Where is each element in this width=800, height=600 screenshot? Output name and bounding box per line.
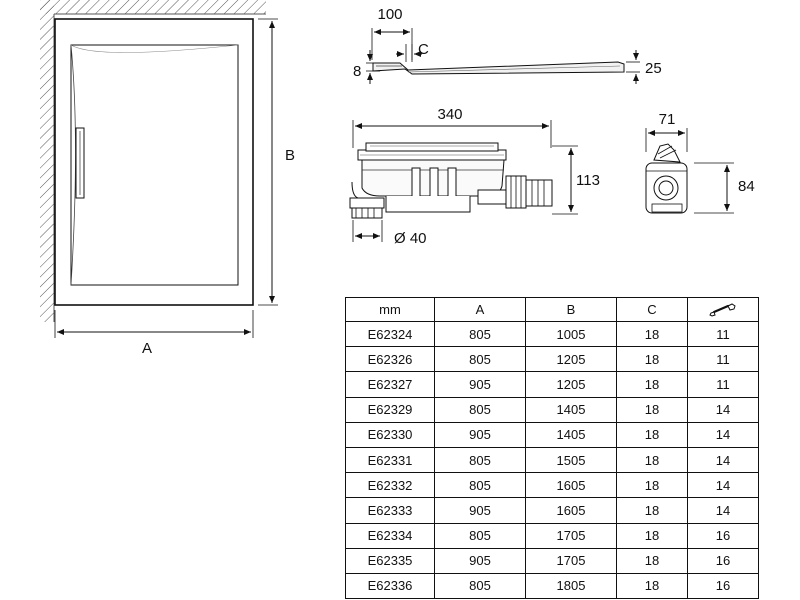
cell-c: 18 xyxy=(616,547,688,574)
cell-b: 1605 xyxy=(525,497,617,524)
cell-b: 1005 xyxy=(525,320,617,348)
dimension-71-label: 71 xyxy=(659,111,676,128)
dimension-8-label: 8 xyxy=(353,63,361,80)
dimension-c-label: C xyxy=(418,41,429,58)
cell-b: 1205 xyxy=(525,346,617,373)
header-a: A xyxy=(434,297,526,322)
cell-a: 805 xyxy=(434,572,526,600)
cell-a: 805 xyxy=(434,346,526,373)
cell-model: E62330 xyxy=(345,421,435,448)
cell-wrench-size: 11 xyxy=(687,371,759,398)
cell-wrench-size: 16 xyxy=(687,572,759,600)
cell-b: 1605 xyxy=(525,472,617,499)
cell-a: 905 xyxy=(434,497,526,524)
cell-model: E62335 xyxy=(345,547,435,574)
cell-model: E62329 xyxy=(345,396,435,423)
dimension-100-label: 100 xyxy=(377,6,402,23)
wall-hatch-left xyxy=(40,0,54,322)
drain-side-view: 340 113 xyxy=(349,106,600,247)
dimension-diameter-label: Ø 40 xyxy=(394,230,427,247)
tray-inner xyxy=(70,44,239,286)
table-header-row: mm A B C xyxy=(345,297,759,322)
cell-model: E62333 xyxy=(345,497,435,524)
cell-model: E62331 xyxy=(345,446,435,474)
cell-model: E62324 xyxy=(345,320,435,348)
cell-wrench-size: 14 xyxy=(687,421,759,448)
plan-view: A B xyxy=(40,0,295,357)
cell-model: E62336 xyxy=(345,572,435,600)
cell-wrench-size: 14 xyxy=(687,497,759,524)
cell-a: 805 xyxy=(434,446,526,474)
cell-b: 1705 xyxy=(525,522,617,549)
side-profile-view: 100 C 8 25 xyxy=(353,6,662,84)
cell-c: 18 xyxy=(616,522,688,549)
cell-b: 1405 xyxy=(525,396,617,423)
cell-a: 805 xyxy=(434,522,526,549)
cell-c: 18 xyxy=(616,497,688,524)
cell-a: 905 xyxy=(434,547,526,574)
cell-b: 1205 xyxy=(525,371,617,398)
cell-wrench-size: 14 xyxy=(687,396,759,423)
cell-a: 905 xyxy=(434,421,526,448)
cell-wrench-size: 11 xyxy=(687,346,759,373)
cell-a: 805 xyxy=(434,320,526,348)
cell-model: E62327 xyxy=(345,371,435,398)
cell-model: E62334 xyxy=(345,522,435,549)
dimension-340-label: 340 xyxy=(437,106,462,123)
cell-b: 1705 xyxy=(525,547,617,574)
header-b: B xyxy=(525,297,617,322)
cell-wrench-size: 16 xyxy=(687,522,759,549)
cell-a: 805 xyxy=(434,472,526,499)
dimension-113-label: 113 xyxy=(576,172,600,189)
header-c: C xyxy=(616,297,688,322)
header-mm: mm xyxy=(345,297,435,322)
cell-wrench-size: 14 xyxy=(687,446,759,474)
dimension-a-label: A xyxy=(142,340,152,357)
cell-c: 18 xyxy=(616,396,688,423)
cell-c: 18 xyxy=(616,446,688,474)
cell-c: 18 xyxy=(616,472,688,499)
cell-c: 18 xyxy=(616,346,688,373)
dimension-b-label: B xyxy=(285,147,295,164)
tray-outline xyxy=(54,18,254,306)
cell-wrench-size: 11 xyxy=(687,320,759,348)
dimension-25-label: 25 xyxy=(645,60,662,77)
cell-b: 1505 xyxy=(525,446,617,474)
drain-end-view: 71 84 xyxy=(645,111,755,214)
cell-wrench-size: 14 xyxy=(687,472,759,499)
dimension-84-label: 84 xyxy=(738,178,755,195)
cell-c: 18 xyxy=(616,371,688,398)
cell-a: 805 xyxy=(434,396,526,423)
cell-model: E62326 xyxy=(345,346,435,373)
cell-wrench-size: 16 xyxy=(687,547,759,574)
cell-c: 18 xyxy=(616,572,688,600)
cell-b: 1405 xyxy=(525,421,617,448)
header-wrench xyxy=(687,297,759,322)
wrench-icon xyxy=(709,303,736,317)
cell-c: 18 xyxy=(616,421,688,448)
cell-b: 1805 xyxy=(525,572,617,600)
cell-a: 905 xyxy=(434,371,526,398)
cell-c: 18 xyxy=(616,320,688,348)
cell-model: E62332 xyxy=(345,472,435,499)
wall-hatch-top xyxy=(40,0,266,14)
